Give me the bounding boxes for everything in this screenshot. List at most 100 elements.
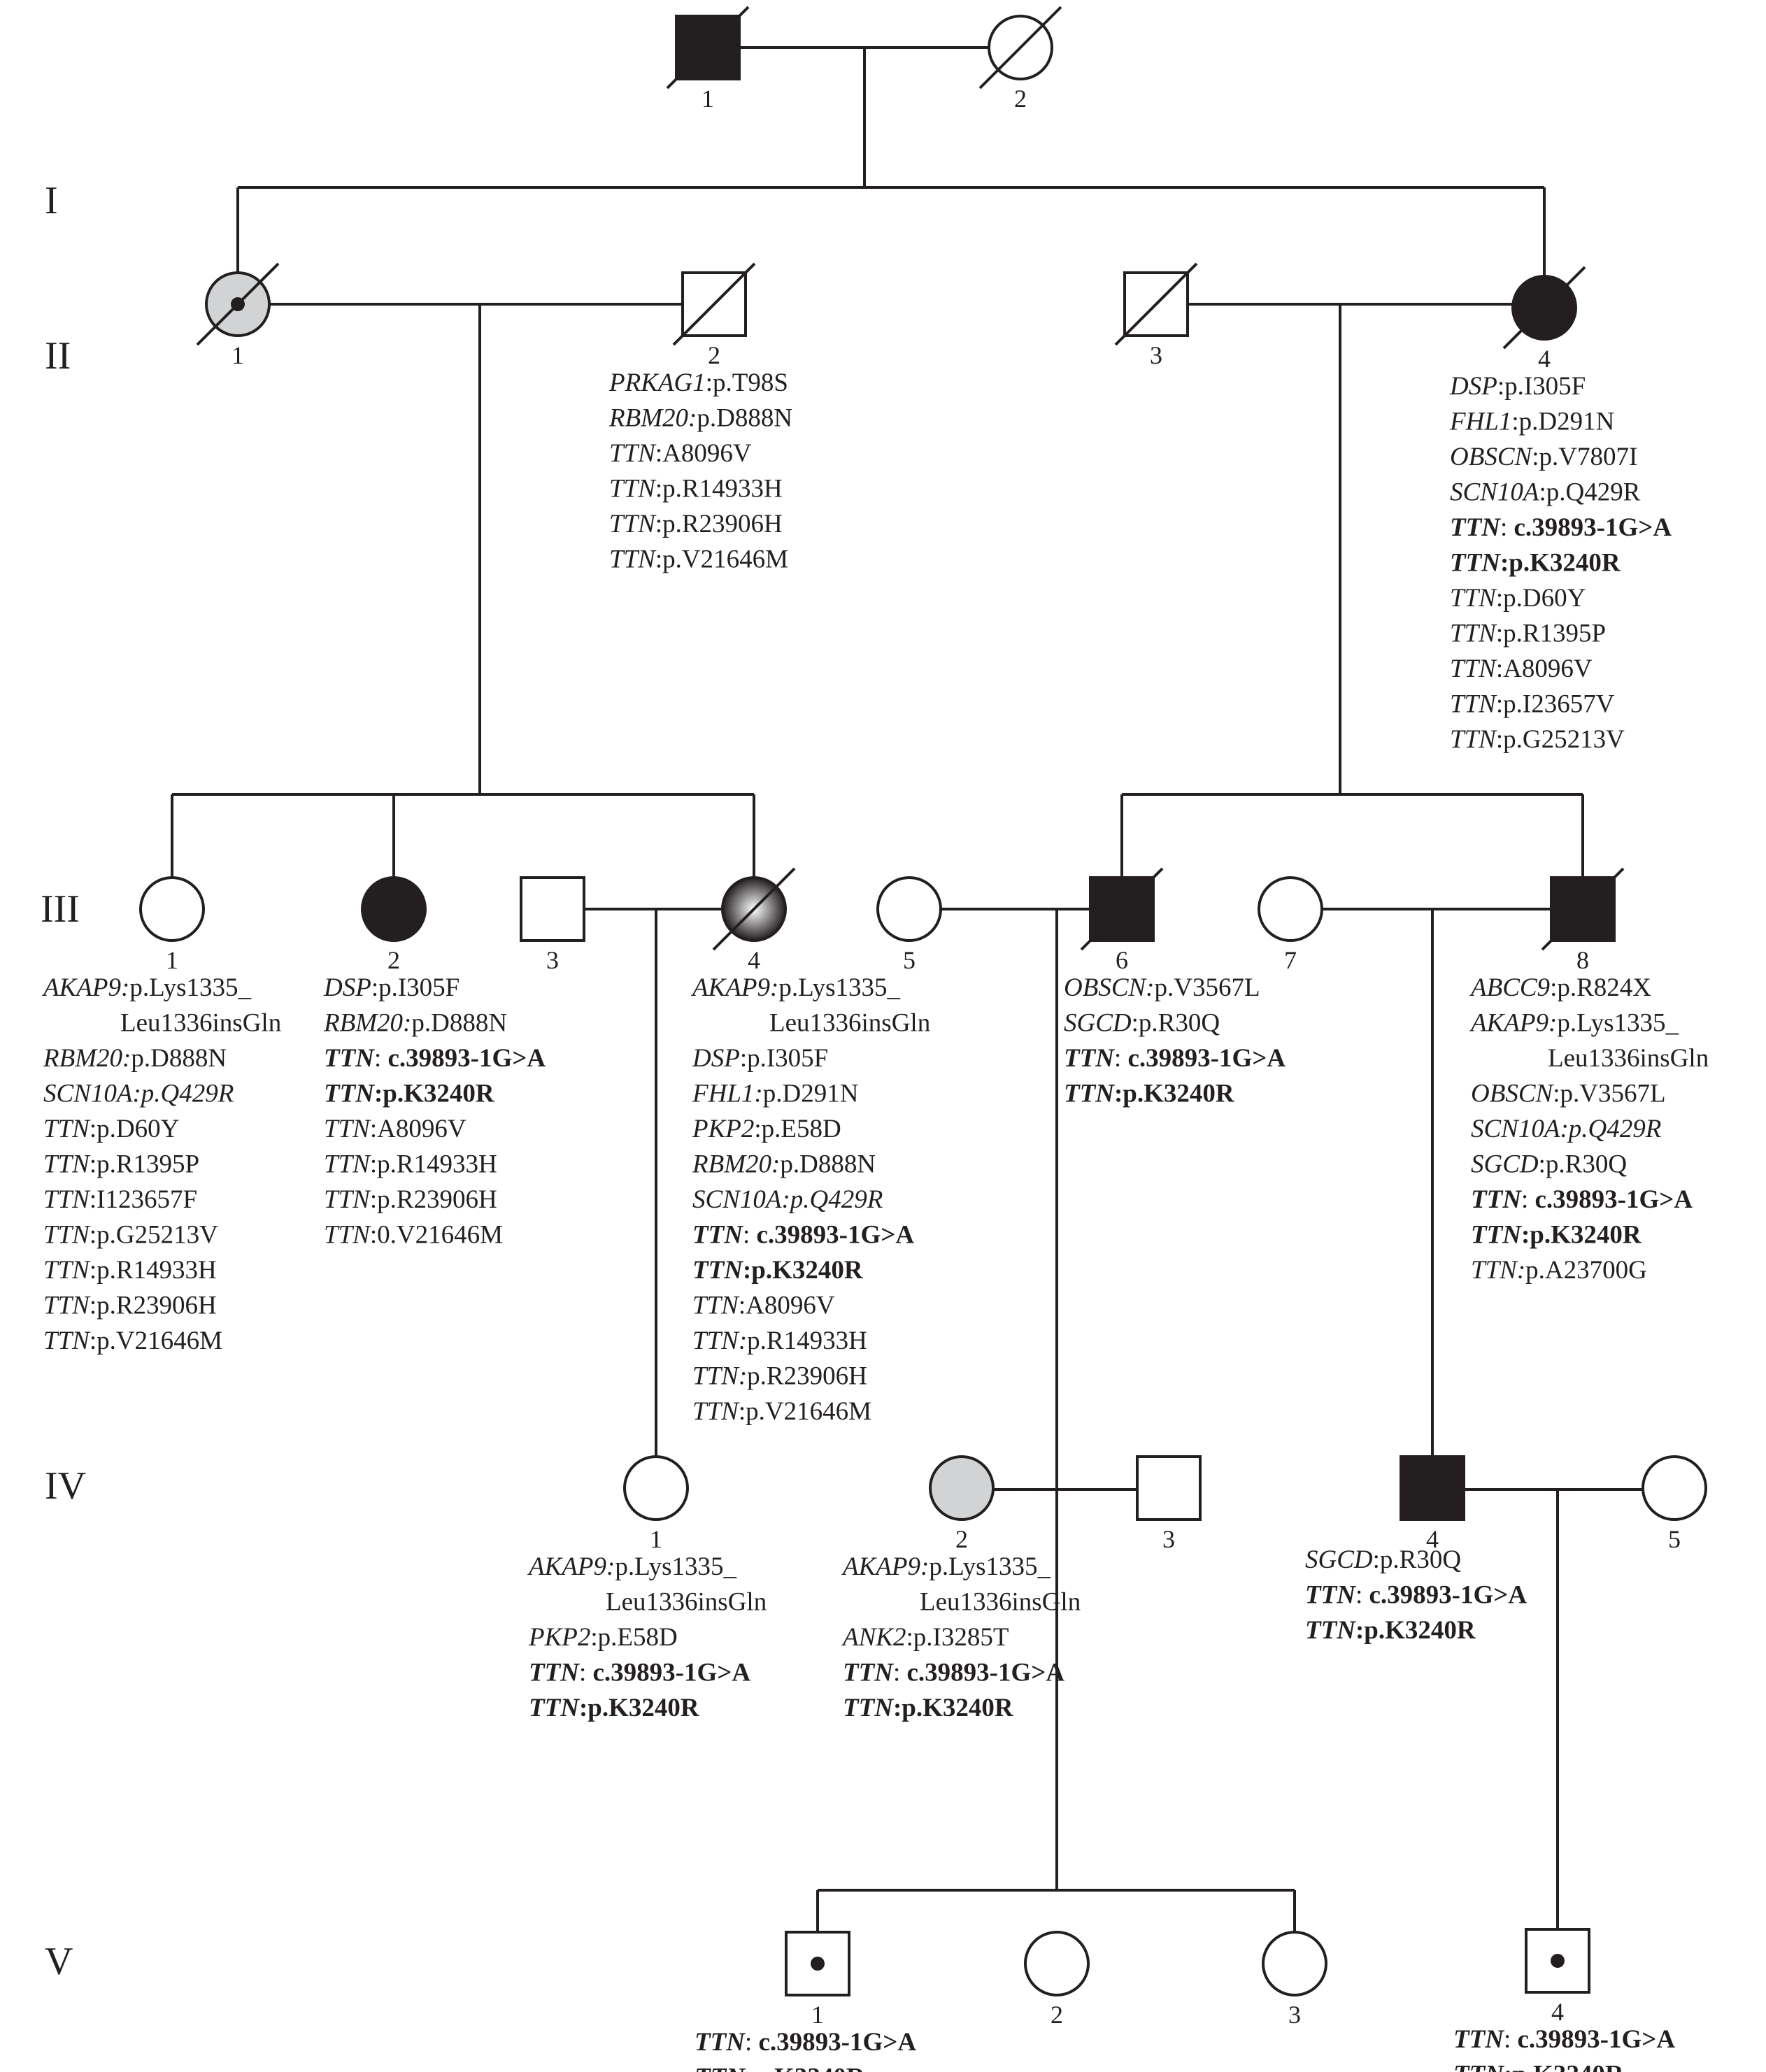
individual-III-1: 1AKAP9:p.Lys1335_Leu1336insGlnRBM20:p.D8… [41, 876, 281, 1355]
gene-name: TTN [1450, 690, 1497, 719]
gene-name: TTN [843, 1659, 894, 1687]
variant-text: c.39893-1G>A [1517, 2025, 1675, 2054]
individual-number: 5 [1668, 1525, 1681, 1553]
variant-line: TTN:p.V21646M [43, 1327, 222, 1355]
gene-name: TTN [1450, 549, 1501, 578]
individual-III-7: 7 [1258, 876, 1323, 974]
pedigree-lines [171, 46, 1643, 1935]
gene-name: TTN [1453, 2061, 1504, 2072]
individual-number: 7 [1284, 946, 1297, 974]
variant-text: :p.R23906H [655, 510, 783, 538]
variant-line: TTN: c.39893-1G>A [1064, 1044, 1286, 1073]
variant-text: :p.V3567L [1553, 1080, 1665, 1108]
gene-name: OBSCN [1450, 443, 1534, 471]
variant-line: TTN:A8096V [324, 1115, 467, 1143]
variant-line: TTN:p.A23700G [1471, 1256, 1647, 1285]
variant-text: :p.K3240R [743, 1256, 864, 1285]
gene-name: SCN10A:p.Q429R [692, 1185, 883, 1214]
variant-text: :p.K3240R [1114, 1080, 1235, 1108]
variant-line: Leu1336insGln [1548, 1044, 1709, 1073]
variant-text: p.D291N [763, 1080, 859, 1108]
variant-line: TTN: c.39893-1G>A [1450, 513, 1672, 542]
variant-text: :p.R14933H [370, 1150, 497, 1179]
variant-line: AKAP9:p.Lys1335_ [527, 1552, 737, 1581]
individual-IV-5: 5 [1642, 1455, 1707, 1553]
gene-name: FHL1 [1449, 408, 1511, 436]
variant-text: :p.E58D [754, 1115, 841, 1143]
gene-name: TTN [695, 2064, 746, 2072]
variant-text: Leu1336insGln [1548, 1044, 1709, 1073]
variant-line: TTN: c.39893-1G>A [324, 1044, 546, 1073]
gene-name: TTN: [692, 1362, 747, 1391]
variant-text: :p.I3285T [906, 1623, 1009, 1652]
variant-text: :p.R1395P [1496, 620, 1606, 648]
variant-list: PRKAG1:p.T98SRBM20:p.D888NTTN:A8096VTTN:… [608, 369, 792, 574]
generation-label-III: III [41, 887, 80, 931]
individual-number: 1 [650, 1525, 662, 1553]
gene-name: TTN [43, 1327, 91, 1355]
gene-name: DSP [323, 973, 371, 1002]
variant-line: RBM20:p.D888N [692, 1150, 876, 1179]
variant-line: TTN:p.K3240R [1305, 1616, 1476, 1645]
deceased-slash [672, 262, 756, 346]
gene-name: TTN [529, 1694, 580, 1722]
variant-text: :p.R824X [1550, 973, 1651, 1002]
variant-line: TTN:p.K3240R [843, 1694, 1014, 1722]
individual-II-2: 2PRKAG1:p.T98SRBM20:p.D888NTTN:A8096VTTN… [608, 262, 792, 574]
gene-name: OBSCN [1471, 1080, 1555, 1108]
variant-text: :A8096V [655, 439, 752, 468]
variant-text: p.Lys1335_ [129, 973, 251, 1002]
variant-line: PKP2:p.E58D [692, 1115, 841, 1143]
variant-text: :p.K3240R [1355, 1616, 1476, 1645]
gene-name: TTN [324, 1115, 371, 1143]
variant-text: c.39893-1G>A [592, 1659, 750, 1687]
gene-name: TTN [43, 1185, 91, 1214]
gene-name: TTN [324, 1150, 371, 1179]
variant-text: c.39893-1G>A [1514, 513, 1672, 542]
individual-I-1: 1 [666, 6, 750, 113]
variant-line: TTN: c.39893-1G>A [529, 1659, 750, 1687]
variant-text: : [374, 1044, 388, 1073]
variant-line: TTN:p.R23906H [324, 1185, 497, 1214]
generation-label-II: II [45, 334, 71, 378]
carrier-dot [1551, 1954, 1565, 1968]
variant-line: TTN:p.K3240R [1450, 549, 1621, 578]
male-symbol [1400, 1455, 1465, 1521]
variant-line: TTN:p.R1395P [43, 1150, 199, 1179]
variant-line: Leu1336insGln [769, 1009, 930, 1038]
variant-line: TTN:A8096V [1450, 655, 1593, 683]
variant-text: c.39893-1G>A [756, 1221, 914, 1250]
carrier-dot [811, 1957, 825, 1971]
variant-line: TTN:p.K3240R [1453, 2061, 1625, 2072]
individual-number: 3 [1150, 341, 1162, 369]
variant-text: :p.K3240R [893, 1694, 1014, 1722]
gene-name: AKAP9: [527, 1552, 615, 1581]
variant-text: :A8096V [370, 1115, 467, 1143]
individual-II-3: 3 [1114, 262, 1198, 369]
gene-name: ABCC9 [1469, 973, 1550, 1002]
individual-IV-1: 1AKAP9:p.Lys1335_Leu1336insGlnPKP2:p.E58… [527, 1455, 767, 1722]
variant-text: :p.E58D [590, 1623, 677, 1652]
individual-number: 1 [811, 2001, 824, 2029]
individual-number: 4 [1551, 1998, 1564, 2026]
variant-text: : [1521, 1185, 1535, 1214]
female-symbol [1642, 1455, 1707, 1521]
gene-name: TTN [43, 1115, 91, 1143]
variant-text: p.D888N [131, 1044, 227, 1073]
gene-name: RBM20: [692, 1150, 780, 1179]
variant-line: TTN: c.39893-1G>A [695, 2028, 916, 2057]
variant-line: TTN:p.K3240R [324, 1080, 495, 1108]
female-symbol [929, 1455, 995, 1521]
individual-V-3: 3 [1262, 1931, 1327, 2029]
variant-text: :p.K3240R [745, 2064, 866, 2072]
variant-line: SGCD:p.R30Q [1305, 1545, 1461, 1574]
variant-text: :p.I23657V [1496, 690, 1615, 719]
variant-text: :p.R1395P [90, 1150, 199, 1179]
variant-text: p.D888N [697, 404, 792, 433]
variant-list: TTN: c.39893-1G>A TTN:p.K3240R [695, 2028, 916, 2072]
